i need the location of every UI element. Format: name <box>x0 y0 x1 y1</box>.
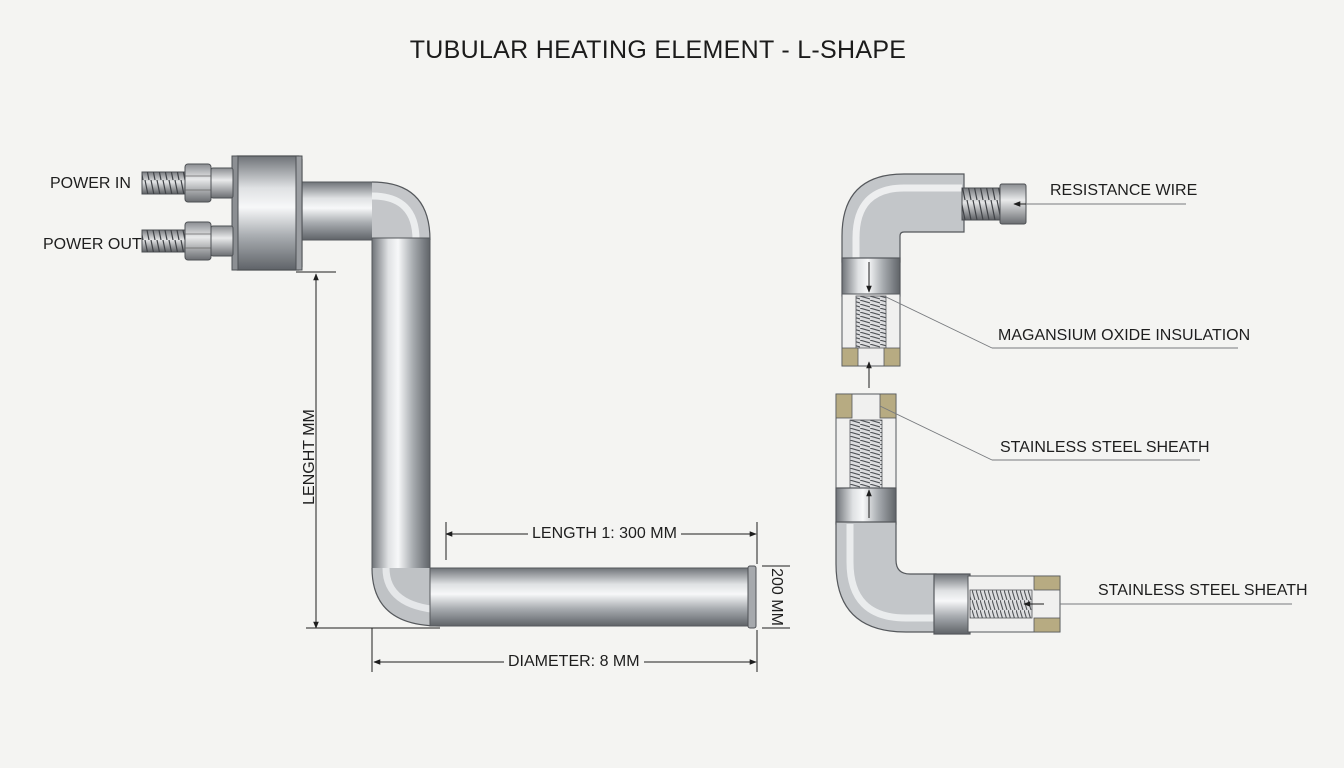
end-height-label: 200 MM <box>768 568 785 626</box>
power-out-label: POWER OUT <box>43 236 142 253</box>
horizontal-pipe-segment <box>429 567 751 627</box>
leader-lines <box>879 203 1292 605</box>
power-in-terminal <box>141 163 234 203</box>
vertical-pipe-segment <box>371 237 431 571</box>
insulation-block <box>841 347 859 367</box>
pipe-end-cap <box>747 565 757 629</box>
insulation-label: MAGANSIUM OXIDE INSULATION <box>998 327 1251 344</box>
power-in-label: POWER IN <box>50 175 131 192</box>
l-shaped-element <box>141 155 757 629</box>
cross-section-view <box>835 173 1061 635</box>
sheath-lower-label: STAINLESS STEEL SHEATH <box>1098 582 1308 599</box>
vertical-length-label: LENGHT MM <box>301 409 318 505</box>
diameter-label: DIAMETER: 8 MM <box>504 653 644 671</box>
top-pipe-segment <box>295 181 377 241</box>
resistance-wire-label: RESISTANCE WIRE <box>1050 182 1198 199</box>
top-pipe-bend <box>372 182 430 240</box>
sheath-upper-label: STAINLESS STEEL SHEATH <box>1000 439 1210 456</box>
power-out-terminal <box>141 221 234 261</box>
diagram-title: TUBULAR HEATING ELEMENT - L-SHAPE <box>409 36 907 64</box>
length-1-label: LENGTH 1: 300 MM <box>528 525 681 543</box>
terminal-housing <box>233 155 303 271</box>
